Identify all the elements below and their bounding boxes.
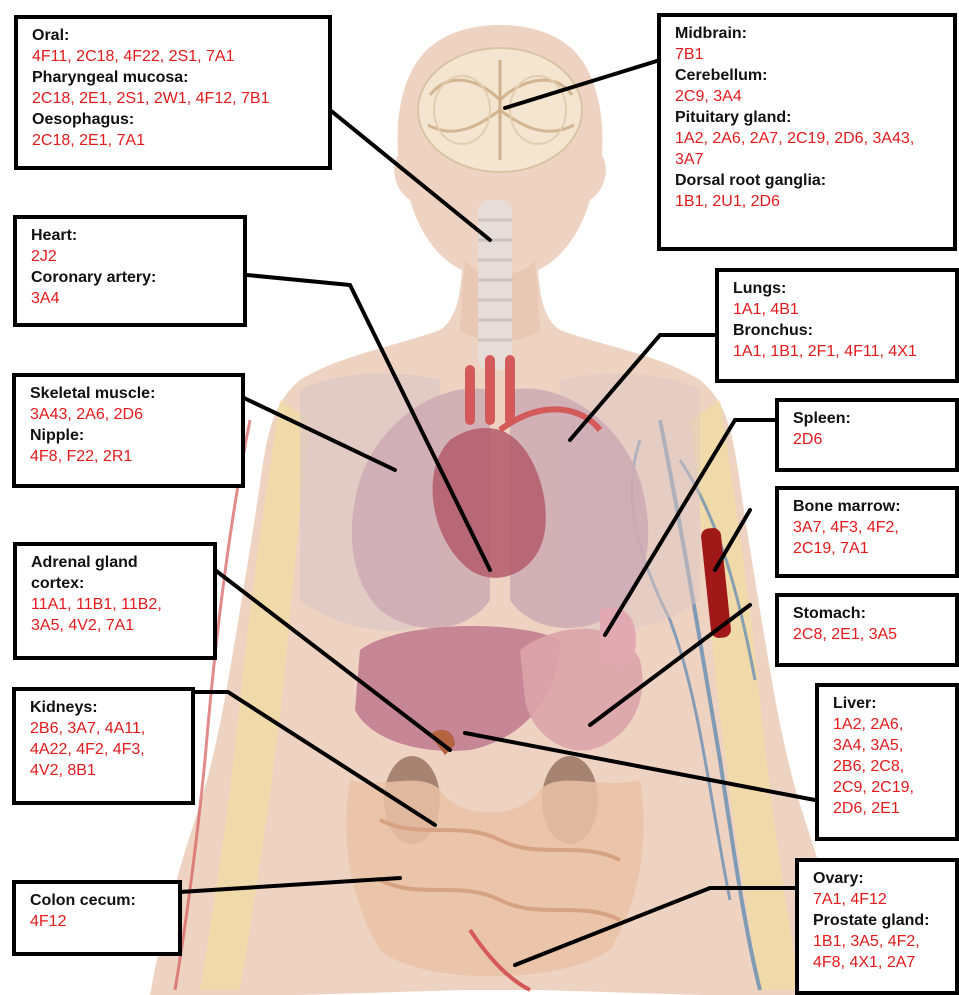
label-heading: cortex: (31, 573, 203, 594)
label-heading: Cerebellum: (675, 65, 943, 86)
label-box-stomach: Stomach: 2C8, 2E1, 3A5 (775, 593, 959, 667)
label-heading: Kidneys: (30, 697, 181, 718)
label-codes: 4V2, 8B1 (30, 760, 181, 781)
label-codes: 3A7 (675, 149, 943, 170)
label-codes: 3A43, 2A6, 2D6 (30, 404, 231, 425)
brain (418, 48, 582, 172)
label-codes: 4F8, F22, 2R1 (30, 446, 231, 467)
label-box-ovary: Ovary: 7A1, 4F12 Prostate gland: 1B1, 3A… (795, 858, 959, 995)
label-box-spleen: Spleen: 2D6 (775, 398, 959, 472)
label-codes: 3A4, 3A5, (833, 735, 945, 756)
label-codes: 2C18, 2E1, 2S1, 2W1, 4F12, 7B1 (32, 88, 318, 109)
label-codes: 11A1, 11B1, 11B2, (31, 594, 203, 615)
label-codes: 2C9, 3A4 (675, 86, 943, 107)
label-heading: Midbrain: (675, 23, 943, 44)
label-heading: Colon cecum: (30, 890, 168, 911)
label-heading: Liver: (833, 693, 945, 714)
label-heading: Bronchus: (733, 320, 945, 341)
label-codes: 2J2 (31, 246, 233, 267)
label-heading: Pharyngeal mucosa: (32, 67, 318, 88)
label-codes: 4F8, 4X1, 2A7 (813, 952, 945, 973)
label-codes: 3A5, 4V2, 7A1 (31, 615, 203, 636)
label-box-heart: Heart: 2J2 Coronary artery: 3A4 (13, 215, 247, 327)
label-box-skeletal: Skeletal muscle: 3A43, 2A6, 2D6 Nipple: … (12, 373, 245, 488)
label-codes: 7B1 (675, 44, 943, 65)
label-codes: 1B1, 2U1, 2D6 (675, 191, 943, 212)
label-box-midbrain: Midbrain: 7B1 Cerebellum: 2C9, 3A4 Pitui… (657, 13, 957, 251)
trachea (478, 200, 512, 370)
label-codes: 1A1, 4B1 (733, 299, 945, 320)
label-heading: Ovary: (813, 868, 945, 889)
label-heading: Lungs: (733, 278, 945, 299)
label-codes: 3A4 (31, 288, 233, 309)
label-heading: Pituitary gland: (675, 107, 943, 128)
label-heading: Prostate gland: (813, 910, 945, 931)
label-codes: 1A1, 1B1, 2F1, 4F11, 4X1 (733, 341, 945, 362)
label-heading: Skeletal muscle: (30, 383, 231, 404)
label-box-adrenal: Adrenal gland cortex: 11A1, 11B1, 11B2, … (13, 542, 217, 660)
label-codes: 2B6, 2C8, (833, 756, 945, 777)
label-codes: 1A2, 2A6, (833, 714, 945, 735)
label-codes: 4F12 (30, 911, 168, 932)
label-codes: 4F11, 2C18, 4F22, 2S1, 7A1 (32, 46, 318, 67)
label-codes: 1A2, 2A6, 2A7, 2C19, 2D6, 3A43, (675, 128, 943, 149)
label-heading: Oesophagus: (32, 109, 318, 130)
label-codes: 2C18, 2E1, 7A1 (32, 130, 318, 151)
label-codes: 2C8, 2E1, 3A5 (793, 624, 945, 645)
label-heading: Coronary artery: (31, 267, 233, 288)
label-heading: Adrenal gland (31, 552, 203, 573)
label-box-colon: Colon cecum: 4F12 (12, 880, 182, 956)
label-codes: 2B6, 3A7, 4A11, (30, 718, 181, 739)
label-heading: Oral: (32, 25, 318, 46)
label-codes: 2C9, 2C19, (833, 777, 945, 798)
label-codes: 7A1, 4F12 (813, 889, 945, 910)
label-box-lungs: Lungs: 1A1, 4B1 Bronchus: 1A1, 1B1, 2F1,… (715, 268, 959, 383)
label-box-oral: Oral: 4F11, 2C18, 4F22, 2S1, 7A1 Pharyng… (14, 15, 332, 170)
label-codes: 3A7, 4F3, 4F2, (793, 517, 945, 538)
label-box-liver: Liver: 1A2, 2A6, 3A4, 3A5, 2B6, 2C8, 2C9… (815, 683, 959, 841)
label-box-kidneys: Kidneys: 2B6, 3A7, 4A11, 4A22, 4F2, 4F3,… (12, 687, 195, 805)
label-heading: Stomach: (793, 603, 945, 624)
label-box-bone-marrow: Bone marrow: 3A7, 4F3, 4F2, 2C19, 7A1 (775, 486, 959, 578)
label-heading: Spleen: (793, 408, 945, 429)
label-codes: 1B1, 3A5, 4F2, (813, 931, 945, 952)
label-heading: Heart: (31, 225, 233, 246)
label-heading: Dorsal root ganglia: (675, 170, 943, 191)
label-heading: Bone marrow: (793, 496, 945, 517)
label-codes: 2D6 (793, 429, 945, 450)
label-codes: 2C19, 7A1 (793, 538, 945, 559)
label-heading: Nipple: (30, 425, 231, 446)
label-codes: 2D6, 2E1 (833, 798, 945, 819)
label-codes: 4A22, 4F2, 4F3, (30, 739, 181, 760)
